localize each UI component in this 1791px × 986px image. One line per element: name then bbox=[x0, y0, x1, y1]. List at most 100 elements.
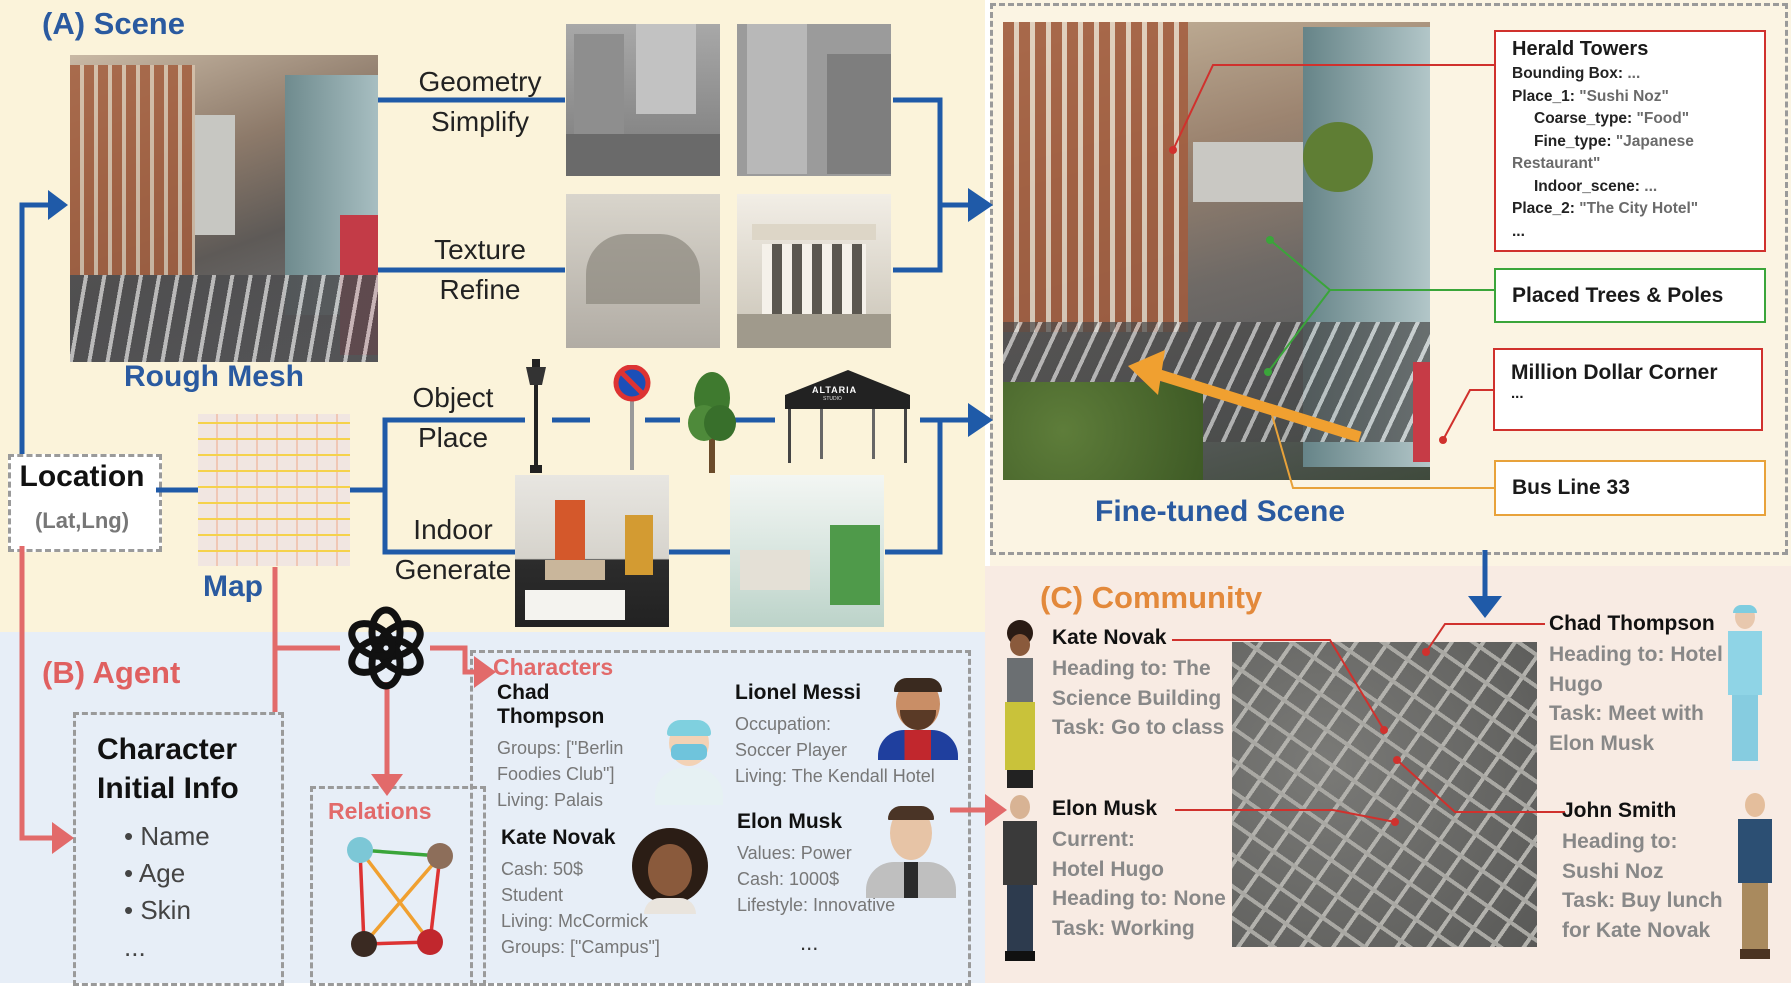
herald-towers-details: Bounding Box: ...Place_1: "Sushi Noz"Coa… bbox=[1512, 63, 1748, 243]
community-title: (C) Community bbox=[1040, 580, 1263, 615]
location-frame bbox=[8, 454, 162, 552]
object-place-label: Object Place bbox=[378, 378, 528, 458]
tree-icon bbox=[688, 372, 736, 473]
person-line: for Kate Novak bbox=[1562, 918, 1711, 942]
location-label: Location bbox=[19, 460, 145, 493]
indoor-generate-label: Indoor Generate bbox=[378, 510, 528, 590]
card-name: Lionel Messi bbox=[735, 681, 862, 704]
herald-detail-line: Indoor_scene: ... bbox=[1534, 177, 1658, 195]
community-elon-musk: Elon Musk Current: Hotel Hugo Heading to… bbox=[1052, 797, 1232, 943]
person-line: Heading to: bbox=[1562, 830, 1678, 853]
bullet-skin: • Skin bbox=[124, 895, 191, 925]
texture-image-2 bbox=[737, 194, 891, 348]
card-line: Cash: 1000$ bbox=[737, 869, 840, 889]
card-line: Student bbox=[501, 885, 564, 905]
person-line: Task: Meet with bbox=[1549, 702, 1704, 725]
card-line: Cash: 50$ bbox=[501, 859, 584, 879]
bus-line-label: Bus Line 33 bbox=[1512, 476, 1630, 499]
character-info-title: Character Initial Info bbox=[97, 730, 239, 808]
card-line: Lifestyle: Innovative bbox=[737, 895, 896, 915]
card-chad-thompson: Chad Thompson Groups: ["Berlin Foodies C… bbox=[497, 681, 657, 813]
geometry-label-line2: Simplify bbox=[430, 106, 529, 137]
herald-detail-line: ... bbox=[1512, 222, 1525, 240]
card-name: Kate Novak bbox=[501, 826, 616, 849]
million-dollar-corner-box: Million Dollar Corner ... bbox=[1493, 348, 1763, 431]
tent-sub: STUDIO bbox=[823, 396, 842, 402]
map-image bbox=[198, 414, 350, 566]
card-name: Elon Musk bbox=[737, 810, 843, 833]
geometry-simplify-label: Geometry Simplify bbox=[405, 62, 555, 142]
indoor-store-image bbox=[730, 475, 884, 627]
location-sub: (Lat,Lng) bbox=[34, 508, 130, 533]
chad-avatar bbox=[655, 720, 723, 805]
community-kate-novak: Kate Novak Heading to: The Science Build… bbox=[1052, 626, 1232, 743]
relations-graph bbox=[347, 837, 453, 957]
tent-icon: ALTARIA STUDIO bbox=[780, 365, 915, 465]
bullet-age: • Age bbox=[124, 858, 186, 888]
million-dollar-corner-label: Million Dollar Corner bbox=[1511, 361, 1718, 384]
relations-label: Relations bbox=[328, 798, 432, 824]
placed-trees-box: Placed Trees & Poles bbox=[1494, 268, 1766, 323]
person-name: John Smith bbox=[1562, 799, 1677, 822]
person-line: Heading to: None bbox=[1052, 887, 1226, 910]
indoor-room-image bbox=[515, 475, 669, 627]
person-line: Heading to: Hotel bbox=[1549, 643, 1723, 666]
card-line: Groups: ["Campus"] bbox=[501, 937, 660, 957]
elon-figure bbox=[995, 795, 1045, 963]
chad-figure bbox=[1720, 605, 1770, 770]
herald-detail-line: Coarse_type: "Food" bbox=[1534, 110, 1690, 127]
geometry-label-line1: Geometry bbox=[418, 66, 542, 97]
person-line: Hotel Hugo bbox=[1052, 857, 1164, 881]
card-line: Values: Power bbox=[737, 843, 852, 863]
card-name: Chad Thompson bbox=[497, 681, 605, 728]
bullet-more: ... bbox=[124, 932, 146, 962]
tent-brand: ALTARIA bbox=[812, 385, 858, 395]
community-chad-thompson: Chad Thompson Heading to: Hotel Hugo Tas… bbox=[1549, 612, 1734, 758]
char-info-title-line1: Character bbox=[97, 733, 238, 766]
herald-towers-box: Herald Towers Bounding Box: ...Place_1: … bbox=[1494, 30, 1766, 252]
person-name: Chad Thompson bbox=[1549, 612, 1715, 635]
person-line: Science Building bbox=[1052, 686, 1222, 710]
person-line: Current: bbox=[1052, 828, 1135, 851]
rough-mesh-label: Rough Mesh bbox=[124, 360, 304, 393]
indoor-label-line1: Indoor bbox=[413, 514, 493, 545]
john-figure bbox=[1730, 793, 1780, 963]
char-info-title-line2: Initial Info bbox=[97, 772, 239, 805]
card-elon-musk: Elon Musk Values: Power Cash: 1000$ Life… bbox=[737, 810, 937, 918]
character-info-bullets: • Name • Age • Skin ... bbox=[124, 818, 210, 966]
community-aerial-map bbox=[1232, 642, 1537, 947]
card-line: Groups: ["Berlin bbox=[497, 738, 624, 758]
card-kate-novak: Kate Novak Cash: 50$ Student Living: McC… bbox=[501, 826, 701, 960]
fine-tuned-scene-image bbox=[1003, 22, 1430, 480]
no-parking-sign-icon bbox=[613, 365, 651, 470]
cards-more: ... bbox=[800, 930, 819, 955]
geometry-image-1 bbox=[566, 24, 720, 176]
fine-tuned-dashed-frame bbox=[990, 3, 1788, 555]
herald-detail-line: Bounding Box: ... bbox=[1512, 65, 1641, 82]
card-line: Occupation: bbox=[735, 714, 832, 734]
card-line: Living: The Kendall Hotel bbox=[735, 766, 935, 786]
openai-logo-icon bbox=[348, 606, 424, 690]
street-lamp-icon bbox=[526, 359, 546, 473]
card-line: Living: McCormick bbox=[501, 911, 649, 931]
person-line: Task: Go to class bbox=[1052, 716, 1225, 739]
agent-title: (B) Agent bbox=[42, 655, 181, 690]
kate-figure bbox=[995, 620, 1045, 790]
texture-label-line2: Refine bbox=[439, 274, 521, 305]
geometry-image-2 bbox=[737, 24, 891, 176]
person-name: Kate Novak bbox=[1052, 626, 1167, 649]
scene-title: (A) Scene bbox=[42, 6, 185, 41]
characters-label: Characters bbox=[493, 654, 614, 680]
agent-panel bbox=[0, 632, 985, 983]
texture-label-line1: Texture bbox=[434, 234, 526, 265]
person-line: Hugo bbox=[1549, 672, 1603, 696]
bullet-name: • Name bbox=[124, 821, 210, 851]
fine-tuned-scene-label: Fine-tuned Scene bbox=[1095, 495, 1346, 528]
community-john-smith: John Smith Heading to: Sushi Noz Task: B… bbox=[1562, 799, 1747, 945]
card-line: Foodies Club"] bbox=[497, 764, 615, 784]
person-line: Heading to: The bbox=[1052, 657, 1211, 680]
person-name: Elon Musk bbox=[1052, 797, 1158, 820]
